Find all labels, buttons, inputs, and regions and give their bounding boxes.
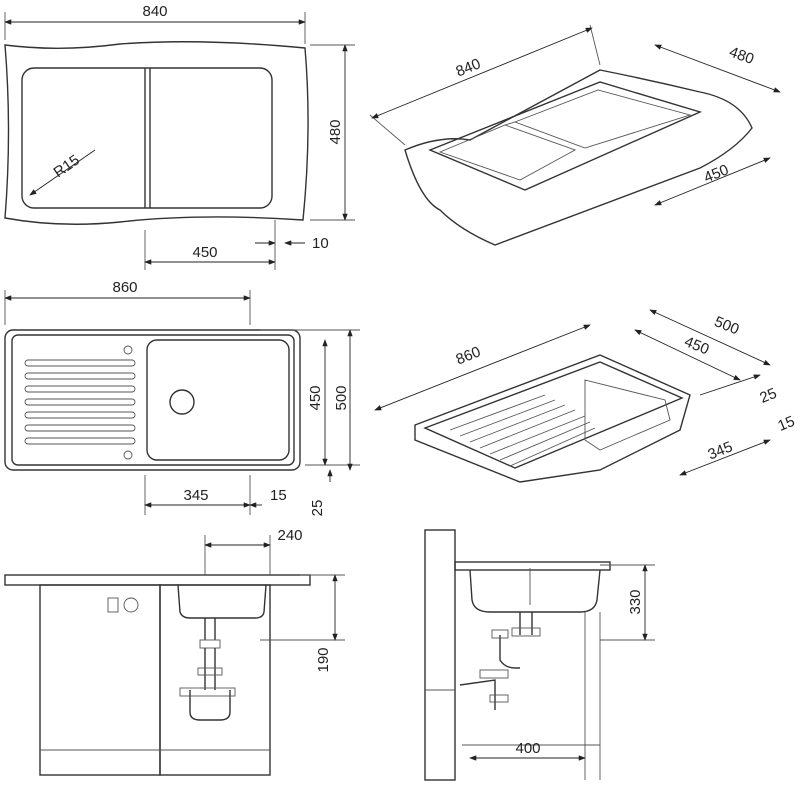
dim-radius: R15 [51, 152, 83, 182]
iso-dim-width-840: 840 [454, 55, 484, 80]
dim-height-330: 330 [627, 589, 644, 614]
top-view-840: 840 480 R15 450 10 [4, 3, 355, 270]
dim-depth-500: 500 [333, 385, 350, 410]
dim-bowl-450: 450 [192, 244, 217, 261]
dim-offset-240: 240 [277, 527, 302, 544]
iso-view-840: 840 480 450 [369, 24, 781, 246]
dim-offset-25: 25 [309, 500, 326, 517]
dim-height-190: 190 [315, 647, 332, 672]
dim-inner-depth-450: 450 [307, 385, 324, 410]
dim-offset-10: 10 [312, 235, 329, 252]
iso-dim-width-860: 860 [454, 343, 484, 368]
iso-dim-depth-500: 500 [712, 313, 742, 338]
iso-dim-offset-15: 15 [775, 413, 797, 435]
iso-view-860: 860 500 450 25 345 15 [374, 309, 797, 483]
dim-width-860: 860 [112, 279, 137, 296]
dim-width-840: 840 [142, 3, 167, 20]
dim-depth-480: 480 [327, 119, 344, 144]
dim-bowl-345: 345 [183, 487, 208, 504]
dim-offset-15: 15 [270, 487, 287, 504]
side-view-wall: 330 400 [424, 529, 655, 781]
iso-dim-depth-480: 480 [727, 44, 756, 69]
dim-distance-400: 400 [515, 740, 540, 757]
iso-dim-offset-25: 25 [757, 385, 779, 407]
iso-dim-bowl-345: 345 [706, 438, 736, 463]
side-view-cabinet: 240 190 [4, 527, 345, 776]
top-view-860: 860 450 500 345 15 25 [4, 279, 360, 517]
